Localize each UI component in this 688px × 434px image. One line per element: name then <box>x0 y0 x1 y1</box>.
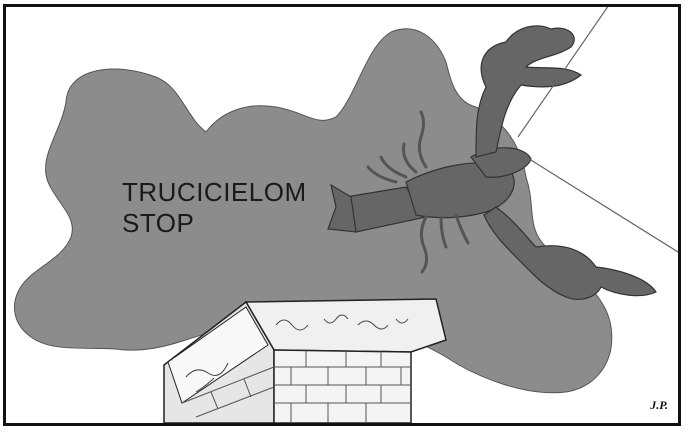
smoke-cloud <box>14 28 613 394</box>
brick-chimney <box>163 298 447 423</box>
cartoon-caption: TRUCICIELOM STOP <box>122 177 307 239</box>
artist-signature: J.P. <box>650 398 668 412</box>
cartoon-frame: TRUCICIELOM STOP J.P. <box>3 4 681 426</box>
caption-line-1: TRUCICIELOM <box>122 177 307 207</box>
crayfish-antennae <box>517 7 678 253</box>
crayfish <box>327 25 657 300</box>
caption-line-2: STOP <box>122 208 195 238</box>
cartoon-illustration <box>14 7 678 423</box>
